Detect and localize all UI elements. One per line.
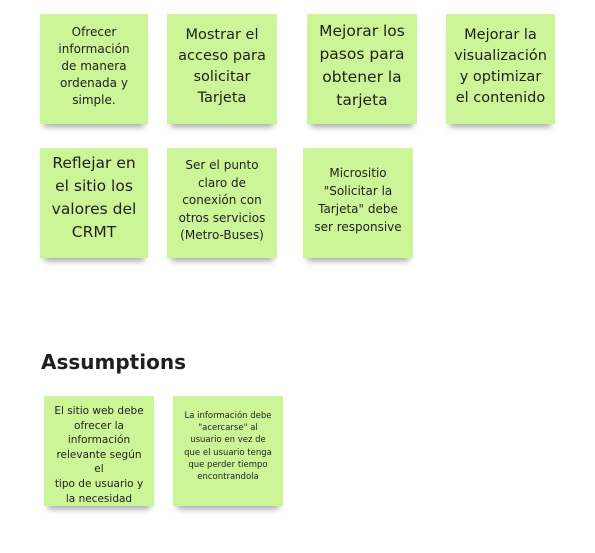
sticky-note-text: Mejorar la visualización y optimizar el …	[454, 27, 547, 106]
sticky-note-text: Mejorar los pasos para obtener la tarjet…	[319, 22, 405, 109]
sticky-note-text: Reflejar en el sitio los valores del CRM…	[51, 154, 137, 241]
sticky-note-mostrar-acceso[interactable]: Mostrar el acceso para solicitar Tarjeta	[167, 14, 277, 124]
sticky-note-text: Ser el punto claro de conexión con otros…	[178, 158, 266, 242]
sticky-note-text: Ofrecer información de manera ordenada y…	[58, 25, 130, 107]
sticky-note-mejorar-visualizacion[interactable]: Mejorar la visualización y optimizar el …	[446, 14, 555, 124]
sticky-note-informacion-relevante[interactable]: El sitio web debe ofrecer la información…	[44, 396, 154, 506]
sticky-note-punto-conexion[interactable]: Ser el punto claro de conexión con otros…	[167, 148, 277, 258]
sticky-note-reflejar-valores[interactable]: Reflejar en el sitio los valores del CRM…	[40, 148, 148, 258]
sticky-note-text: El sitio web debe ofrecer la información…	[54, 405, 144, 505]
sticky-note-micrositio-responsive[interactable]: Micrositio "Solicitar la Tarjeta" debe s…	[303, 148, 413, 258]
sticky-note-text: Mostrar el acceso para solicitar Tarjeta	[178, 27, 266, 106]
sticky-note-text: Micrositio "Solicitar la Tarjeta" debe s…	[314, 166, 402, 234]
sticky-note-ofrecer-informacion[interactable]: Ofrecer información de manera ordenada y…	[40, 14, 148, 124]
sticky-note-acercarse-usuario[interactable]: La información debe "acercarse" al usuar…	[173, 396, 283, 506]
sticky-note-text: La información debe "acercarse" al usuar…	[184, 411, 272, 483]
assumptions-heading: Assumptions	[41, 350, 186, 374]
sticky-note-mejorar-pasos[interactable]: Mejorar los pasos para obtener la tarjet…	[307, 14, 417, 124]
